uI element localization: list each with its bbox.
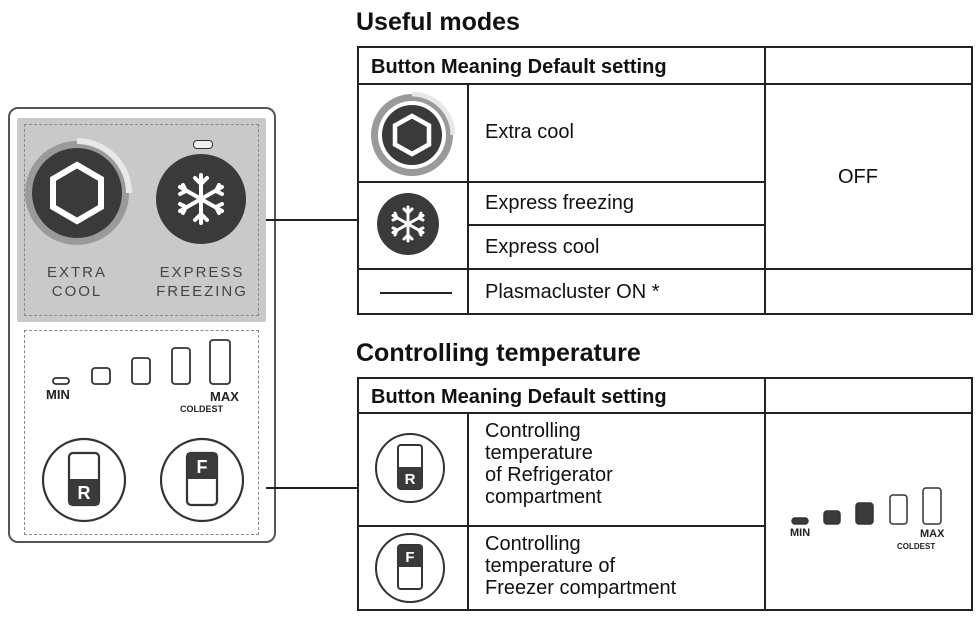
col-divider: [467, 84, 469, 315]
snowflake-icon: [178, 173, 224, 225]
useful-modes-table: [357, 46, 973, 315]
col-divider: [764, 377, 766, 611]
extra-cool-icon: [371, 92, 455, 176]
useful-modes-title: Useful modes: [356, 8, 520, 36]
meaning-express-cool: Express cool: [485, 236, 600, 258]
meaning-plasmacluster: Plasmacluster ON *: [485, 281, 660, 303]
extra-cool-button[interactable]: [22, 138, 132, 248]
line-icon: [380, 292, 452, 294]
col-divider: [467, 412, 469, 611]
f-icon-letter: F: [405, 549, 414, 566]
row-divider: [357, 268, 973, 270]
temperature-zone-border: [24, 330, 259, 535]
hexagon-icon: [50, 161, 104, 225]
row-divider: [357, 181, 765, 183]
modes-zone-border: [24, 124, 259, 316]
default-coldest-label: COLDEST: [897, 542, 936, 551]
meaning-refrigerator: Controlling temperature of Refrigerator …: [485, 420, 613, 508]
r-letter: R: [78, 483, 91, 503]
refrigerator-temp-button[interactable]: R: [40, 436, 128, 524]
refrigerator-r-icon: R: [375, 433, 445, 503]
controlling-temperature-header: Button Meaning Default setting: [371, 386, 667, 408]
r-icon-letter: R: [405, 471, 416, 488]
controlling-temperature-table: [357, 377, 973, 611]
modes-connector-line: [266, 219, 358, 221]
default-off: OFF: [838, 166, 878, 188]
temperature-connector-line: [266, 487, 358, 489]
min-label: MIN: [46, 387, 70, 402]
default-level-indicator: [791, 487, 942, 525]
row-divider: [357, 83, 973, 85]
default-min-label: MIN: [790, 527, 811, 539]
controlling-temperature-title: Controlling temperature: [356, 339, 641, 367]
coldest-label: COLDEST: [180, 404, 224, 414]
snowflake-icon: [377, 193, 439, 255]
freezer-temp-button[interactable]: F: [158, 436, 246, 524]
extra-cool-label: EXTRA COOL: [46, 264, 107, 300]
default-max-label: MAX: [920, 528, 945, 540]
row-divider: [357, 525, 765, 527]
row-divider: [357, 412, 973, 414]
freezer-f-icon: F: [375, 533, 445, 603]
col-divider: [764, 46, 766, 315]
f-letter: F: [197, 457, 208, 477]
express-freezing-button[interactable]: [154, 152, 248, 246]
meaning-express-freezing: Express freezing: [485, 192, 634, 214]
express-freezing-label: EXPRESS FREEZING: [156, 264, 248, 300]
max-label: MAX: [210, 389, 239, 404]
row-divider: [467, 224, 765, 226]
express-indicator-light: [193, 140, 213, 149]
temperature-level-indicator: [52, 339, 231, 385]
meaning-freezer: Controlling temperature of Freezer compa…: [485, 533, 677, 599]
useful-modes-header: Button Meaning Default setting: [371, 56, 667, 78]
meaning-extra-cool: Extra cool: [485, 121, 574, 143]
